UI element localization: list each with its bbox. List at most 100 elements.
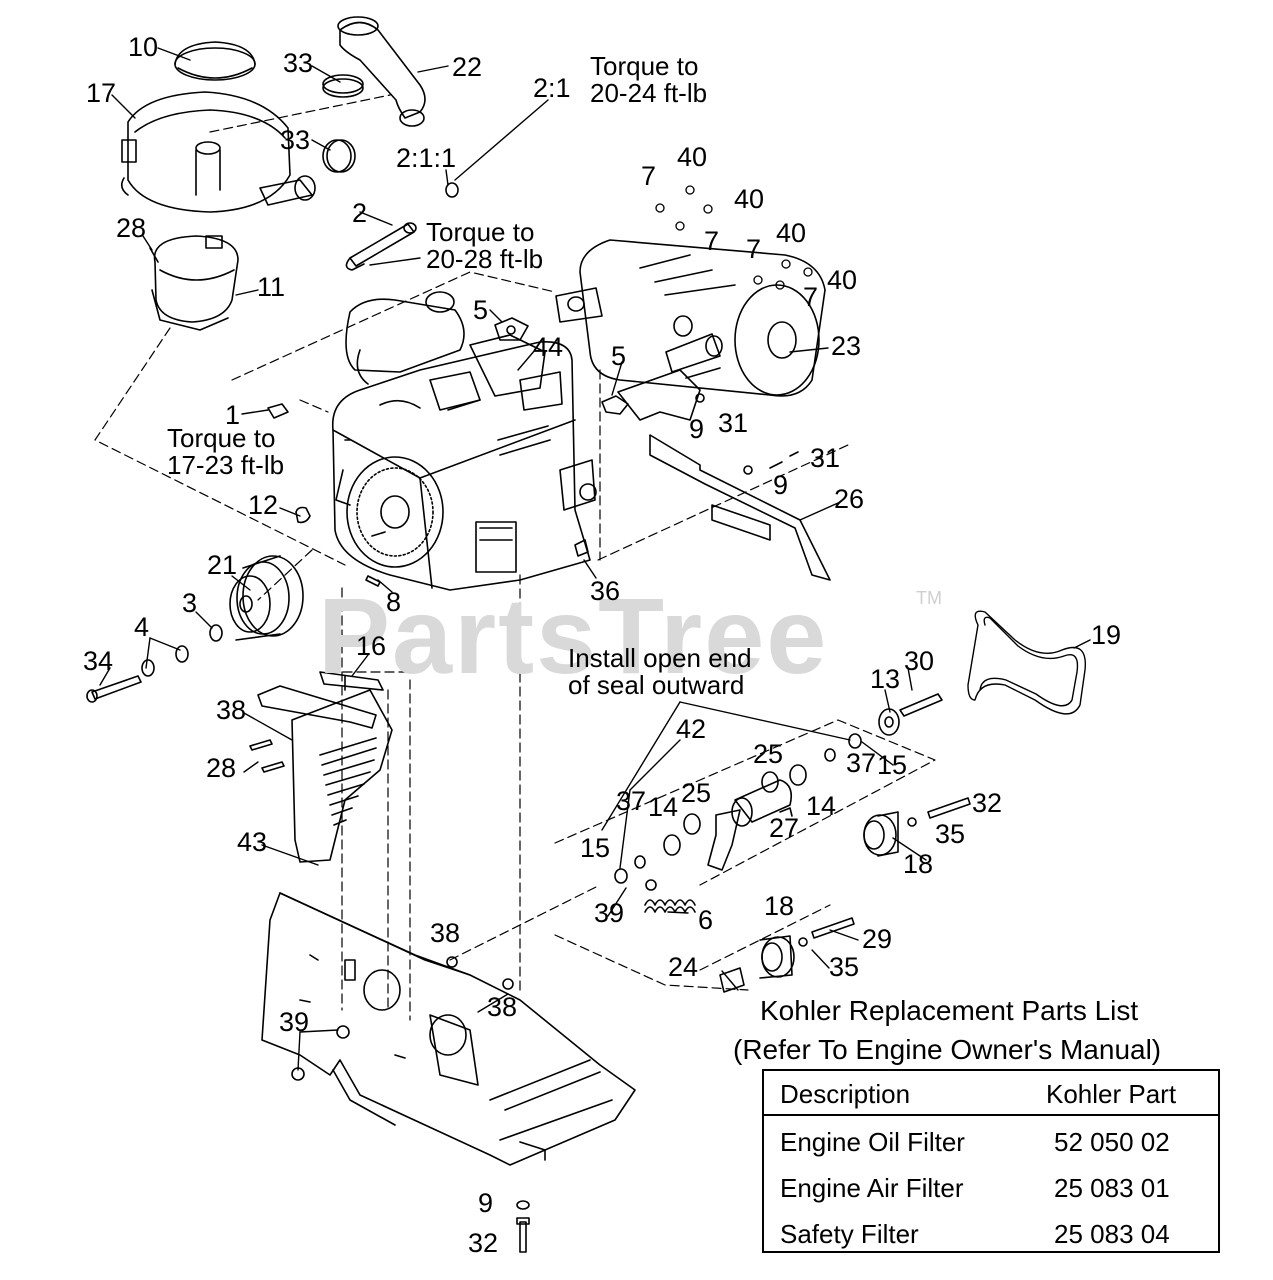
part-callout: 39: [594, 898, 625, 928]
part-callout: 31: [718, 408, 749, 438]
part-callout: 15: [877, 750, 908, 780]
part-callout: 18: [764, 891, 795, 921]
part-callout: 29: [862, 924, 893, 954]
part-callout: 36: [590, 576, 621, 606]
watermark: PartsTree: [318, 575, 829, 696]
row-part-number: 25 083 01: [1054, 1173, 1170, 1203]
row-part-number: 25 083 04: [1054, 1219, 1170, 1249]
part-callout: 7: [746, 234, 762, 264]
assembly-note: of seal outward: [568, 670, 745, 700]
part-callout: 23: [831, 331, 862, 361]
intake-elbow: [337, 16, 426, 127]
assembly-note: Install open end: [568, 643, 752, 673]
part-callout: 7: [803, 282, 819, 312]
part-callout: 28: [116, 213, 147, 243]
part-callout: 12: [248, 490, 279, 520]
part-callout: 27: [769, 813, 800, 843]
pulley-hardware: [86, 624, 223, 703]
part-callout: 19: [1091, 620, 1122, 650]
part-callout: 11: [257, 272, 286, 302]
part-callout: 18: [903, 849, 934, 879]
part-callout: 5: [473, 295, 489, 325]
guard-bolts: [249, 739, 285, 773]
part-callout: 38: [430, 918, 461, 948]
part-callout: 10: [128, 32, 159, 62]
part-callout: 38: [216, 695, 247, 725]
part-callout: 34: [83, 646, 114, 676]
part-callout: 17: [86, 78, 117, 108]
watermark-tm: TM: [916, 588, 942, 608]
air-cleaner-body: [120, 91, 316, 213]
part-callout: 9: [773, 470, 789, 500]
muffler: [555, 239, 826, 397]
breather-hose: [345, 182, 459, 271]
part-callout: 40: [677, 142, 708, 172]
hose-clamp-lower: [322, 139, 356, 173]
header-divider: [764, 1114, 1218, 1116]
kohler-parts-table: Description Kohler Part Engine Oil Filte…: [762, 1069, 1220, 1253]
idler-pulley-lower: [719, 917, 855, 993]
row-description: Engine Air Filter: [780, 1173, 964, 1203]
tension-spring: [644, 879, 696, 913]
muffler-bracket: [617, 367, 799, 475]
part-callout: 5: [611, 341, 627, 371]
muffler-hardware: [655, 185, 813, 290]
table-header-row: Description Kohler Part: [764, 1071, 1218, 1117]
part-callout: 32: [468, 1228, 499, 1258]
part-callout: 43: [237, 827, 268, 857]
part-callout: 33: [280, 125, 311, 155]
kohler-title: Kohler Replacement Parts List: [760, 995, 1139, 1026]
row-part-number: 52 050 02: [1054, 1127, 1170, 1157]
row-description: Safety Filter: [780, 1219, 919, 1249]
part-callout: 30: [904, 646, 935, 676]
table-row: Safety Filter 25 083 04: [764, 1211, 1218, 1257]
part-callout: 39: [279, 1007, 310, 1037]
part-callout: 3: [182, 588, 198, 618]
frame-hardware: [291, 956, 514, 1081]
part-callout: 31: [810, 443, 841, 473]
part-callout: 21: [207, 550, 238, 580]
part-callout: 40: [734, 184, 765, 214]
table-row: Engine Air Filter 25 083 01: [764, 1165, 1218, 1211]
assembly-note: Torque to: [426, 217, 535, 247]
part-callout: 37: [846, 748, 877, 778]
part-callout: 9: [689, 414, 705, 444]
header-description: Description: [780, 1079, 911, 1109]
part-callout: 9: [478, 1188, 494, 1218]
part-callout: 35: [935, 819, 966, 849]
engine-fittings: [267, 403, 589, 587]
part-callout: 28: [206, 753, 237, 783]
part-callout: 42: [676, 714, 707, 744]
idler-pulley-right: [863, 797, 971, 857]
kohler-subtitle: (Refer To Engine Owner's Manual): [733, 1034, 1162, 1065]
assembly-lines: [94, 94, 936, 1021]
part-callout: 7: [704, 226, 720, 256]
heat-shield: [649, 434, 831, 581]
part-callout: 44: [533, 332, 564, 362]
part-callout: 14: [806, 791, 837, 821]
assembly-note: Torque to: [167, 423, 276, 453]
drive-belt: [967, 610, 1086, 715]
hose-clamp-upper: [322, 74, 364, 98]
frame-bottom-bolt: [516, 1200, 530, 1253]
table-row: Engine Oil Filter 52 050 02: [764, 1119, 1218, 1165]
assembly-note: 17-23 ft-lb: [167, 450, 285, 480]
part-callout: 2:1: [533, 73, 571, 103]
part-callout: 33: [283, 48, 314, 78]
part-callout: 14: [648, 792, 679, 822]
part-callout: 38: [487, 992, 518, 1022]
idler-pulley-upper: [878, 693, 943, 736]
part-callout: 2:1:1: [396, 143, 457, 173]
belt-guard: [291, 689, 393, 863]
part-callout: 26: [834, 484, 865, 514]
part-callout: 40: [827, 265, 858, 295]
part-callout: 25: [681, 778, 712, 808]
engine-pulley: [229, 555, 304, 641]
row-description: Engine Oil Filter: [780, 1127, 965, 1157]
part-callout: 13: [870, 664, 901, 694]
engine-deck-frame: [261, 892, 636, 1166]
part-callout: 6: [698, 905, 714, 935]
part-callout: 2: [352, 198, 368, 228]
part-callout: 15: [580, 833, 611, 863]
